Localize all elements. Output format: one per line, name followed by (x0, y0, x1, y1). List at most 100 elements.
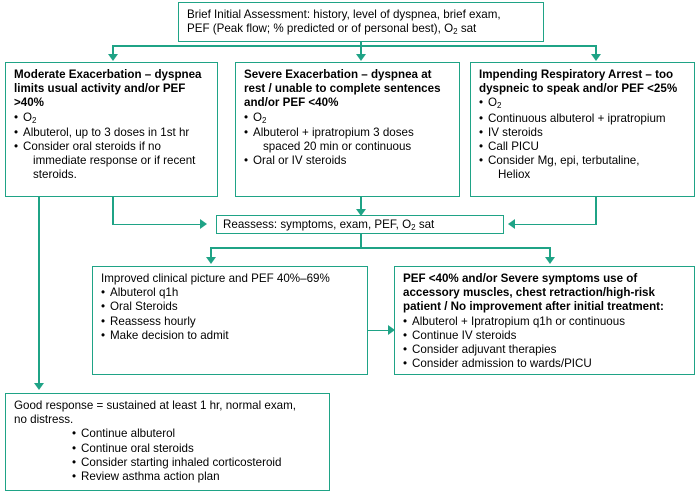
arrow-to-worsening-icon (545, 257, 555, 264)
impending-title: Impending Respiratory Arrest – too dyspn… (479, 68, 678, 96)
item-continuation: immediate response or if recent steroids… (33, 154, 196, 182)
arrow-moderate-to-reassess-icon (200, 219, 207, 229)
connector-moderate-right (112, 223, 205, 226)
item-text: Continuous albuterol + ipratropium (488, 111, 666, 125)
item-text: Continue albuterol (81, 427, 176, 441)
arrow-to-moderate-icon (108, 54, 118, 61)
item-text: O (253, 110, 263, 124)
connector-worsening-drop (549, 247, 551, 259)
item-text: Oral Steroids (110, 300, 178, 314)
item-text: Albuterol, up to 3 doses in 1st hr (23, 125, 190, 139)
item-text: Reassess hourly (110, 314, 196, 328)
item-continuation: spaced 20 min or continuous (263, 140, 412, 154)
good-response-line1: Good response = sustained at least 1 hr,… (14, 399, 296, 412)
list-item: Reassess hourly (101, 315, 360, 329)
worsening-title: PEF <40% and/or Severe symptoms use of a… (403, 272, 664, 314)
list-item: Consider starting inhaled corticosteroid (72, 456, 322, 470)
list-item: O2 (14, 111, 210, 126)
arrow-impending-to-reassess-icon (508, 219, 515, 229)
good-response-line2: no distress. (14, 413, 74, 427)
reassess-text-b: sat (415, 218, 435, 231)
o2-subscript: 2 (453, 27, 458, 37)
good-response-item-list: Continue albuterol Continue oral steroid… (14, 427, 322, 484)
arrow-improved-to-worsening-icon (388, 325, 395, 335)
initial-assessment-line2-b: sat (457, 22, 477, 36)
arrow-to-impending-icon (591, 54, 601, 61)
initial-assessment-line2: PEF (Peak flow; % predicted or of person… (187, 22, 536, 37)
list-item: Review asthma action plan (72, 470, 322, 484)
connector-reassess-down (360, 234, 362, 248)
arrow-to-good-response-icon (34, 383, 44, 390)
list-item: Consider Mg, epi, terbutaline,Heliox (479, 154, 687, 182)
worsening-item-list: Albuterol + Ipratropium q1h or continuou… (403, 315, 687, 372)
connector-outcome-split-bar (210, 247, 551, 249)
item-text: Make decision to admit (110, 328, 229, 342)
o2-subscript: 2 (497, 101, 502, 111)
item-text: Consider starting inhaled corticosteroid (81, 455, 282, 469)
list-item: Albuterol, up to 3 doses in 1st hr (14, 126, 210, 140)
list-item: Consider admission to wards/PICU (403, 357, 687, 371)
connector-split-left-drop (112, 45, 114, 56)
node-initial-assessment: Brief Initial Assessment: history, level… (178, 2, 544, 42)
connector-impending-left (513, 223, 597, 226)
reassess-text: Reassess: symptoms, exam, PEF, O2 sat (223, 218, 497, 233)
list-item: Albuterol + Ipratropium q1h or continuou… (403, 315, 687, 329)
node-worsening-severe-symptoms: PEF <40% and/or Severe symptoms use of a… (394, 266, 695, 375)
item-text: Consider Mg, epi, terbutaline, (488, 154, 640, 168)
connector-split-mid-drop (360, 45, 362, 56)
arrow-severe-to-reassess-icon (356, 209, 366, 216)
item-text: Call PICU (488, 140, 539, 154)
o2-subscript: 2 (262, 115, 267, 125)
list-item: O2 (244, 111, 452, 126)
item-text: Oral or IV steroids (253, 154, 347, 168)
item-text: O (488, 96, 498, 110)
moderate-title: Moderate Exacerbation – dyspnea limits u… (14, 68, 202, 110)
impending-item-list: O2 Continuous albuterol + ipratropium IV… (479, 96, 687, 182)
reassess-text-a: Reassess: symptoms, exam, PEF, O (223, 218, 412, 231)
o2-subscript: 2 (32, 115, 37, 125)
connector-left-rail (38, 197, 40, 385)
list-item: Oral Steroids (101, 300, 360, 314)
initial-assessment-line2-a: PEF (Peak flow; % predicted or of person… (187, 22, 454, 36)
item-text: O (23, 110, 33, 124)
connector-severe-down (360, 197, 362, 211)
item-text: Continue oral steroids (81, 441, 194, 455)
list-item: Consider adjuvant therapies (403, 343, 687, 357)
severe-item-list: O2 Albuterol + ipratropium 3 dosesspaced… (244, 111, 452, 169)
improved-item-list: Albuterol q1h Oral Steroids Reassess hou… (101, 286, 360, 343)
item-continuation: Heliox (498, 168, 531, 182)
item-text: Consider adjuvant therapies (412, 343, 557, 357)
item-text: Review asthma action plan (81, 470, 220, 484)
list-item: Albuterol q1h (101, 286, 360, 300)
list-item: Continue oral steroids (72, 442, 322, 456)
list-item: O2 (479, 96, 687, 111)
improved-title: Improved clinical picture and PEF 40%–69… (101, 272, 330, 285)
node-reassess: Reassess: symptoms, exam, PEF, O2 sat (216, 215, 504, 234)
node-severe-exacerbation: Severe Exacerbation – dyspnea at rest / … (235, 62, 460, 197)
severe-title: Severe Exacerbation – dyspnea at rest / … (244, 68, 441, 110)
item-text: Continue IV steroids (412, 328, 517, 342)
connector-split-bar-top (112, 45, 596, 47)
list-item: Continue albuterol (72, 427, 322, 441)
item-text: IV steroids (488, 125, 543, 139)
list-item: Make decision to admit (101, 329, 360, 343)
connector-impending-down (595, 197, 597, 225)
connector-improved-to-worsening (368, 329, 391, 332)
list-item: Continue IV steroids (403, 329, 687, 343)
item-text: Consider oral steroids if no (23, 140, 161, 154)
item-text: Albuterol + ipratropium 3 doses (253, 125, 414, 139)
node-good-response: Good response = sustained at least 1 hr,… (5, 393, 330, 491)
node-moderate-exacerbation: Moderate Exacerbation – dyspnea limits u… (5, 62, 218, 197)
moderate-item-list: O2 Albuterol, up to 3 doses in 1st hr Co… (14, 111, 210, 183)
connector-moderate-down (112, 197, 114, 225)
node-improved-clinical-picture: Improved clinical picture and PEF 40%–69… (92, 266, 368, 375)
connector-split-right-drop (595, 45, 597, 56)
initial-assessment-line1: Brief Initial Assessment: history, level… (187, 8, 501, 21)
item-text: Albuterol + Ipratropium q1h or continuou… (412, 314, 626, 328)
arrow-to-improved-icon (206, 257, 216, 264)
list-item: Call PICU (479, 140, 687, 154)
arrow-to-severe-icon (356, 54, 366, 61)
